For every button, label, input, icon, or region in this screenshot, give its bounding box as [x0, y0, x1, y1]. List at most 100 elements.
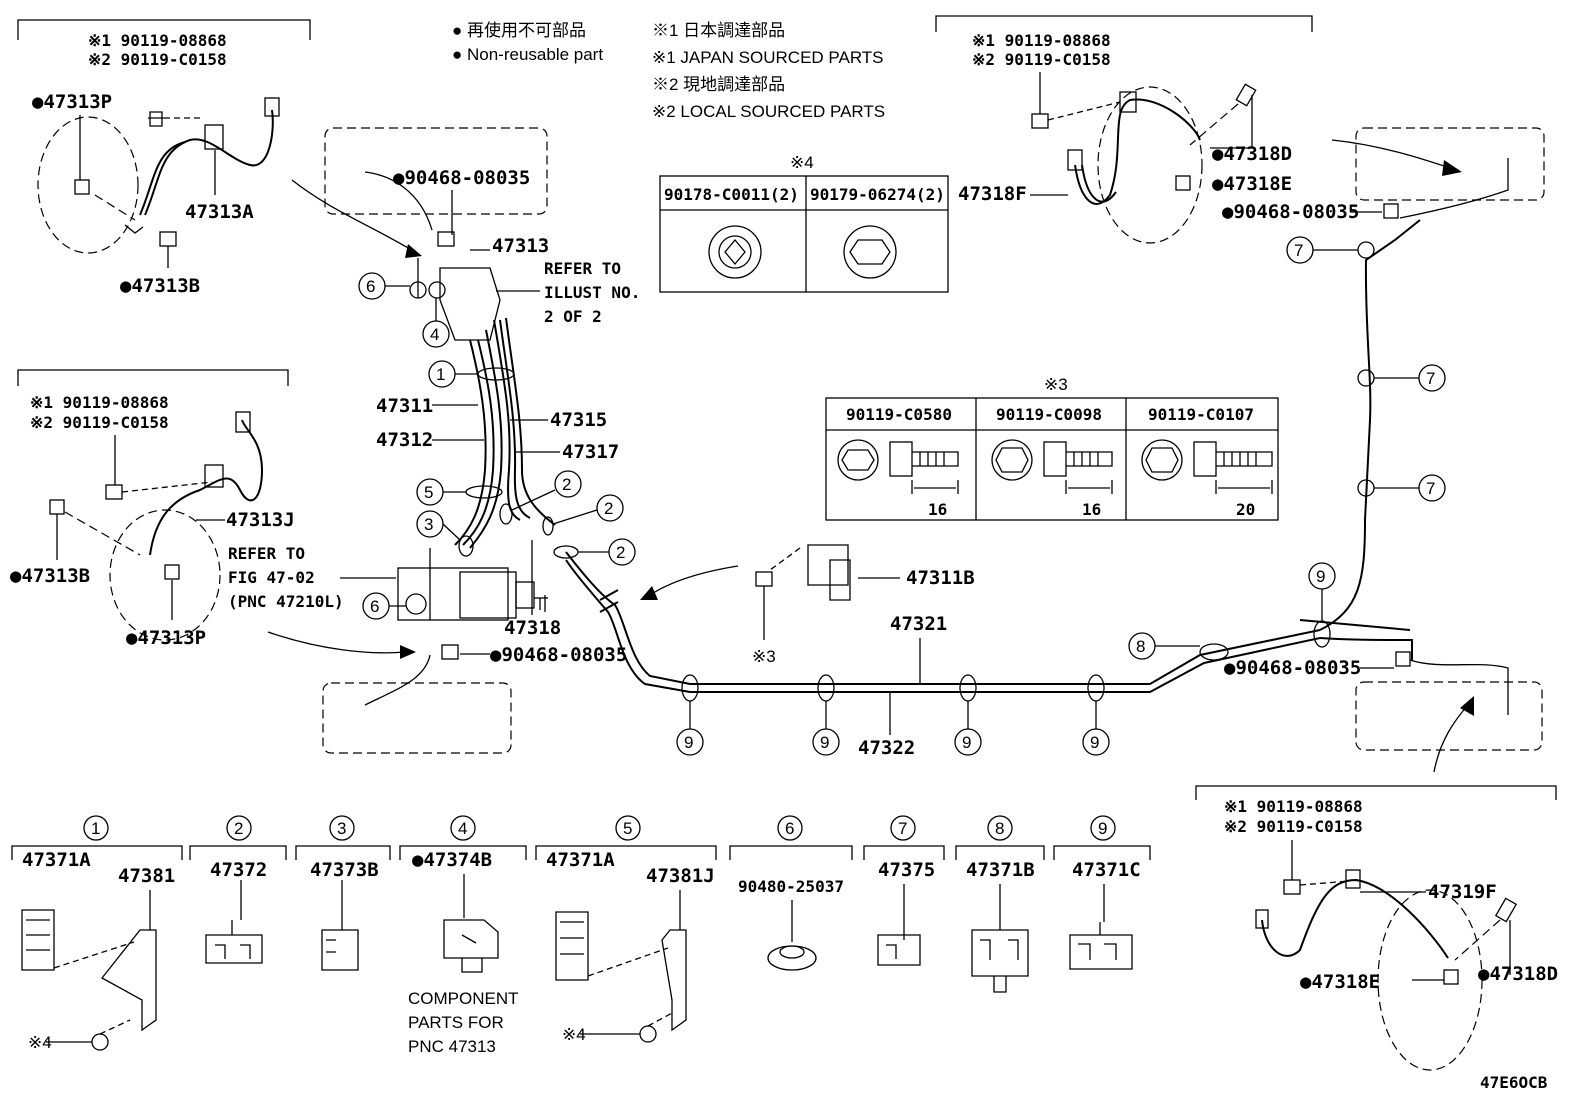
bolt-part-number-4: ※2 90119-C0158: [30, 413, 169, 432]
bottom-right-hose-group: ※1 90119-08868 ※2 90119-C0158 47319F ●47…: [1195, 785, 1558, 1071]
top-left-hose-group: ※1 90119-08868 ※2 90119-C0158 ●47313P 47…: [17, 19, 311, 297]
comp5-note: ※4: [562, 1025, 586, 1044]
table3-col1: 90119-C0580: [846, 405, 952, 424]
label-47313: 47313: [492, 235, 549, 257]
clip-icon: [74, 179, 90, 195]
refer-illust-line2: ILLUST NO.: [544, 283, 640, 302]
comp1-note: ※4: [28, 1033, 52, 1052]
table3-dim2: 16: [1082, 500, 1101, 519]
callout-9-b: 9: [820, 733, 829, 752]
table4-col1: 90178-C0011(2): [664, 185, 799, 204]
legend-jp-nonreusable: ● 再使用不可部品: [452, 20, 586, 40]
callout-9-e: 9: [1316, 567, 1325, 586]
label-47318: 47318: [504, 617, 561, 639]
callout-9-d: 9: [1090, 733, 1099, 752]
label-90468-top: ●90468-08035: [393, 167, 530, 189]
callout-6-top: 6: [366, 277, 375, 296]
callout-2-a: 2: [562, 475, 571, 494]
comp8-part: 47371B: [966, 859, 1035, 881]
comp5-part-b: 47381J: [646, 865, 715, 887]
hose-fitting-icon: [264, 97, 280, 117]
label-47318D-top: ●47318D: [1212, 143, 1292, 165]
callouts-main: 9 9 9 9 8 9 7 7 7: [676, 236, 1446, 756]
refer-fig-line3: (PNC 47210L): [228, 592, 344, 611]
callouts-left: 6 4 1 5 3 6 2 2 2: [358, 272, 636, 620]
comp9-part: 47371C: [1072, 859, 1141, 881]
refer-fig-line2: FIG 47-02: [228, 568, 315, 587]
legend-japan-sourced: ※1 JAPAN SOURCED PARTS: [652, 48, 884, 67]
label-47318E-bottom: ●47318E: [1300, 971, 1380, 993]
comp7-num: 7: [898, 819, 907, 838]
table4-col2: 90179-06274(2): [810, 185, 945, 204]
bracket-47311B: ※3 47311B: [640, 544, 975, 666]
comp5-num: 5: [623, 819, 632, 838]
table3-col3: 90119-C0107: [1148, 405, 1254, 424]
table-star4: ※4 90178-C0011(2) 90179-06274(2): [659, 153, 949, 293]
callout-4: 4: [430, 325, 439, 344]
label-47319F: 47319F: [1428, 881, 1497, 903]
callout-5: 5: [424, 483, 433, 502]
label-47312: 47312: [376, 429, 433, 451]
label-47318F-top: 47318F: [958, 183, 1027, 205]
comp9-num: 9: [1098, 819, 1107, 838]
bolt-part-number-3: ※1 90119-08868: [30, 393, 169, 412]
label-47313J: 47313J: [226, 509, 295, 531]
bolt-part-number-1: ※1 90119-08868: [88, 31, 227, 50]
bolt-icon: [159, 231, 177, 247]
callout-7-c: 7: [1426, 479, 1435, 498]
inset-top-left: [324, 127, 548, 215]
bracket-icon: [204, 124, 224, 150]
master-cylinder-area: 47313 REFER TO ILLUST NO. 2 OF 2 47311 4…: [376, 235, 640, 639]
comp2-num: 2: [234, 819, 243, 838]
label-47313A: 47313A: [185, 201, 254, 223]
top-right-hose-group: ※1 90119-08868 ※2 90119-C0158 47318F ●47…: [935, 15, 1399, 244]
label-47313B-mid: ●47313B: [10, 565, 90, 587]
legend-nonreusable: ● Non-reusable part: [452, 45, 603, 64]
label-90468-right-bottom: ●90468-08035: [1224, 657, 1361, 679]
hose-fitting-icon-2: [235, 411, 251, 433]
label-47313B-top: ●47313B: [120, 275, 200, 297]
comp4-num: 4: [458, 819, 467, 838]
comp2-part: 47372: [210, 859, 267, 881]
table3-dim1: 16: [928, 500, 947, 519]
inset-top-right: [1355, 127, 1545, 201]
legend-jp-local: ※2 現地調達部品: [652, 75, 785, 94]
bolt-part-number-7: ※1 90119-08868: [1224, 797, 1363, 816]
label-47317: 47317: [562, 441, 619, 463]
label-47318D-bottom: ●47318D: [1478, 963, 1558, 985]
bolt-part-number-5: ※1 90119-08868: [972, 31, 1111, 50]
diagram-code: 47E6OCB: [1480, 1073, 1548, 1092]
bolt-part-number-6: ※2 90119-C0158: [972, 50, 1111, 69]
legend-local-sourced: ※2 LOCAL SOURCED PARTS: [652, 102, 885, 121]
table3-dim3: 20: [1236, 500, 1255, 519]
comp4-note2: PARTS FOR: [408, 1013, 504, 1032]
legend: ● 再使用不可部品 ● Non-reusable part ※1 日本調達部品 …: [452, 20, 885, 121]
table-star3: ※3 90119-C0580 90119-C0098 90119-C0107 1…: [825, 375, 1279, 521]
table3-title: ※3: [1044, 375, 1068, 394]
bolt-part-number-2: ※2 90119-C0158: [88, 50, 227, 69]
table4-title: ※4: [790, 153, 814, 172]
label-47311B: 47311B: [906, 567, 975, 589]
callout-7-b: 7: [1426, 369, 1435, 388]
callout-7-a: 7: [1294, 241, 1303, 260]
mid-left-hose-group: ※1 90119-08868 ※2 90119-C0158 47313J ●47…: [10, 369, 396, 649]
callout-2-c: 2: [616, 543, 625, 562]
legend-jp-japan: ※1 日本調達部品: [652, 21, 785, 40]
refer-illust-line1: REFER TO: [544, 259, 621, 278]
comp5-part-a: 47371A: [546, 849, 615, 871]
comp6-num: 6: [785, 819, 794, 838]
label-47311: 47311: [376, 395, 433, 417]
bolt-part-number-8: ※2 90119-C0158: [1224, 817, 1363, 836]
comp1-num: 1: [91, 819, 100, 838]
label-star3: ※3: [752, 647, 776, 666]
label-47313P-top: ●47313P: [32, 91, 112, 113]
comp3-num: 3: [337, 819, 346, 838]
label-47313P-mid: ●47313P: [126, 627, 206, 649]
comp4-note1: COMPONENT: [408, 989, 519, 1008]
component-strip: 1 47371A 47381 ※4 2 47372 3 47373B 4 ●47…: [11, 815, 1151, 1056]
label-47322: 47322: [858, 737, 915, 759]
callout-3: 3: [424, 515, 433, 534]
comp4-note3: PNC 47313: [408, 1037, 496, 1056]
main-brake-lines: 47321 47322: [565, 219, 1421, 759]
